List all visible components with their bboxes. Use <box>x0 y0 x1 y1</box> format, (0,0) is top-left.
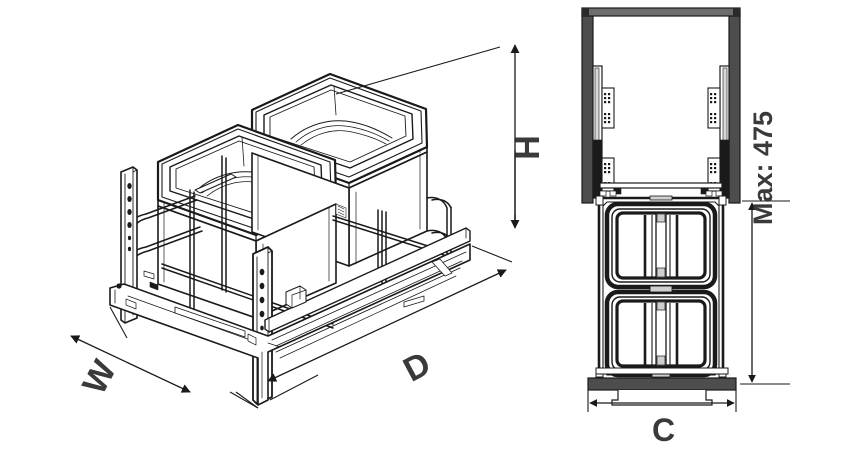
dimension-C <box>587 390 737 412</box>
extension-line-d-2 <box>235 391 259 409</box>
cabinet-side-panel-left <box>581 9 594 204</box>
dimension-label-max: Max: 475 <box>748 110 778 225</box>
extension-line-h-2 <box>269 374 319 401</box>
extension-line-w-1 <box>109 306 128 339</box>
runner-right <box>707 65 730 199</box>
extension-line-w-2 <box>229 391 259 409</box>
lid-handle-tabs <box>649 195 673 378</box>
dimension-D <box>235 245 513 409</box>
dimension-line-w <box>70 335 191 393</box>
dimension-label-c: C <box>652 412 676 448</box>
dimension-line-d <box>267 269 507 382</box>
bin-lid-top-a <box>604 201 718 290</box>
cabinet-side-panel-right <box>728 9 741 204</box>
dimension-W <box>70 306 259 409</box>
cabinet-back-panel <box>581 7 741 17</box>
bin-lid-top-b <box>604 289 718 378</box>
runner-left <box>592 65 615 199</box>
base-plate <box>587 367 737 391</box>
dimension-H <box>269 44 520 401</box>
dimension-label-h: H <box>508 135 547 160</box>
extension-line-d-1 <box>471 245 513 263</box>
dimension-max-475 <box>740 200 790 385</box>
extension-line-h-1 <box>335 46 501 95</box>
plan-view <box>581 7 741 406</box>
cross-brace <box>599 182 723 197</box>
